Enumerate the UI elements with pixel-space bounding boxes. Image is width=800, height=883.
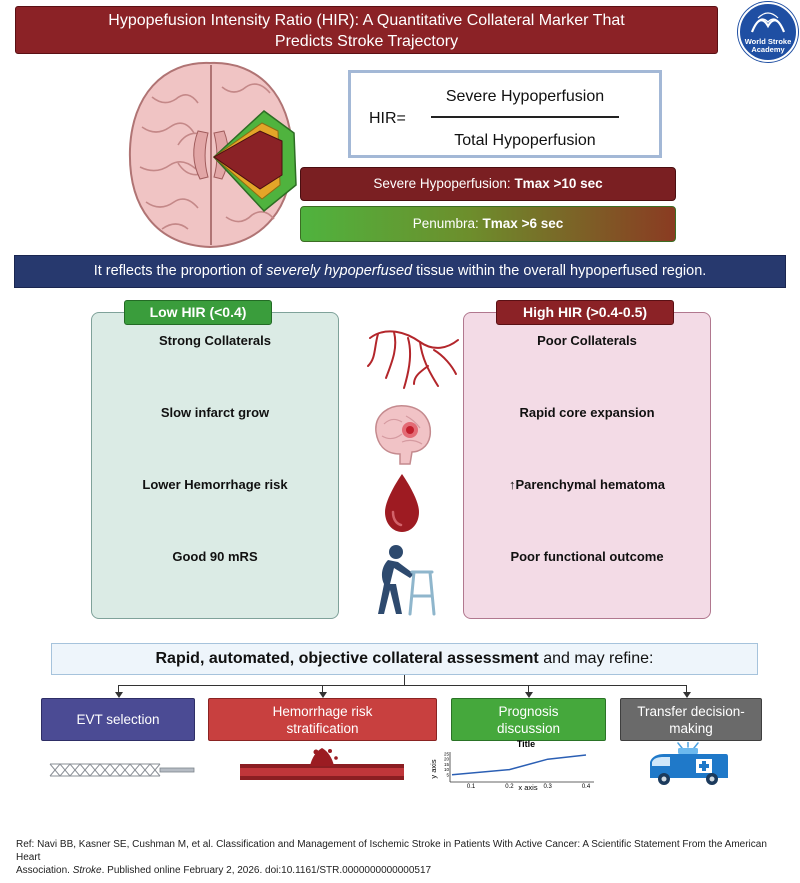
chart-y-tick-label: 5 — [446, 772, 449, 777]
hir-formula-box: HIR= Severe Hypoperfusion Total Hypoperf… — [348, 70, 662, 158]
arrow-down-icon — [115, 692, 123, 698]
low-hir-tag: Low HIR (<0.4) — [124, 300, 272, 325]
high-item-outcome: Poor functional outcome — [510, 549, 664, 564]
chart-x-tick-label: 0.3 — [544, 784, 553, 790]
person-with-walker-icon — [378, 545, 436, 616]
chart-x-tick-label: 0.1 — [467, 784, 476, 790]
chart-title: Title — [517, 739, 535, 749]
high-hir-panel: Poor Collaterals Rapid core expansion ↑P… — [463, 312, 711, 619]
severe-hypoperfusion-pill: Severe Hypoperfusion: Tmax >10 sec — [300, 167, 676, 201]
vessel-rupture-icon — [240, 748, 404, 780]
chart-x-tick-label: 0.2 — [505, 784, 514, 790]
ambulance-icon — [650, 742, 728, 785]
high-item-hematoma: ↑Parenchymal hematoma — [508, 477, 666, 492]
formula-numerator: Severe Hypoperfusion — [445, 88, 605, 105]
stent-retriever-icon — [49, 763, 195, 777]
assessment-box: Rapid, automated, objective collateral a… — [51, 643, 758, 675]
low-item-mrs: Good 90 mRS — [172, 549, 258, 564]
transfer-box: Transfer decision-making — [620, 698, 762, 741]
up-arrow-icon: ↑ — [508, 477, 516, 492]
high-hir-tag: High HIR (>0.4-0.5) — [496, 300, 674, 325]
logo-text: World Stroke Academy — [744, 37, 792, 54]
chart-ylabel: y axis — [429, 759, 438, 778]
low-item-infarct: Slow infarct grow — [160, 405, 270, 420]
book-globe-icon — [750, 12, 786, 33]
low-item-collaterals: Strong Collaterals — [159, 333, 271, 348]
high-item-collaterals: Poor Collaterals — [537, 333, 637, 348]
high-item-core: Rapid core expansion — [519, 405, 655, 420]
arrow-down-icon — [525, 692, 533, 698]
penumbra-pill: Penumbra: Tmax >6 sec — [300, 206, 676, 242]
chart-x-ticks: 0.1 0.2 0.3 0.4 — [467, 784, 591, 790]
definition-banner: It reflects the proportion of severely h… — [14, 255, 786, 288]
chart-xlabel: x axis — [518, 783, 537, 792]
blood-vessels-icon — [367, 330, 459, 389]
low-hir-panel: Strong Collaterals Slow infarct grow Low… — [91, 312, 339, 619]
arrow-down-icon — [683, 692, 691, 698]
chart-x-tick-label: 0.4 — [582, 784, 591, 790]
formula-label: HIR= — [369, 110, 406, 127]
blood-drop-icon — [385, 474, 419, 532]
low-item-hemorrhage: Lower Hemorrhage risk — [142, 477, 288, 492]
world-stroke-academy-logo: World Stroke Academy — [738, 2, 798, 62]
brain-axial-illustration — [128, 61, 297, 249]
chart-y-tick-label: 25 — [444, 752, 450, 757]
formula-denominator: Total Hypoperfusion — [454, 132, 596, 149]
title-line-1: Hypopefusion Intensity Ratio (HIR): A Qu… — [108, 12, 625, 29]
arrow-down-icon — [319, 692, 327, 698]
reference-citation: Ref: Navi BB, Kasner SE, Cushman M, et a… — [16, 839, 767, 876]
brain-lesion-icon — [375, 405, 432, 465]
chart-y-tick-label: 10 — [444, 767, 450, 772]
title-line-2: Predicts Stroke Trajectory — [274, 33, 459, 50]
connector-bus — [118, 685, 686, 687]
title-banner: Hypopefusion Intensity Ratio (HIR): A Qu… — [15, 6, 718, 54]
chart-y-tick-label: 15 — [444, 762, 450, 767]
chart-y-tick-label: 20 — [444, 757, 450, 762]
chart-series-line — [451, 754, 587, 776]
connector-stem — [404, 675, 406, 685]
evt-selection-box: EVT selection — [41, 698, 195, 741]
fraction-bar — [431, 116, 619, 118]
